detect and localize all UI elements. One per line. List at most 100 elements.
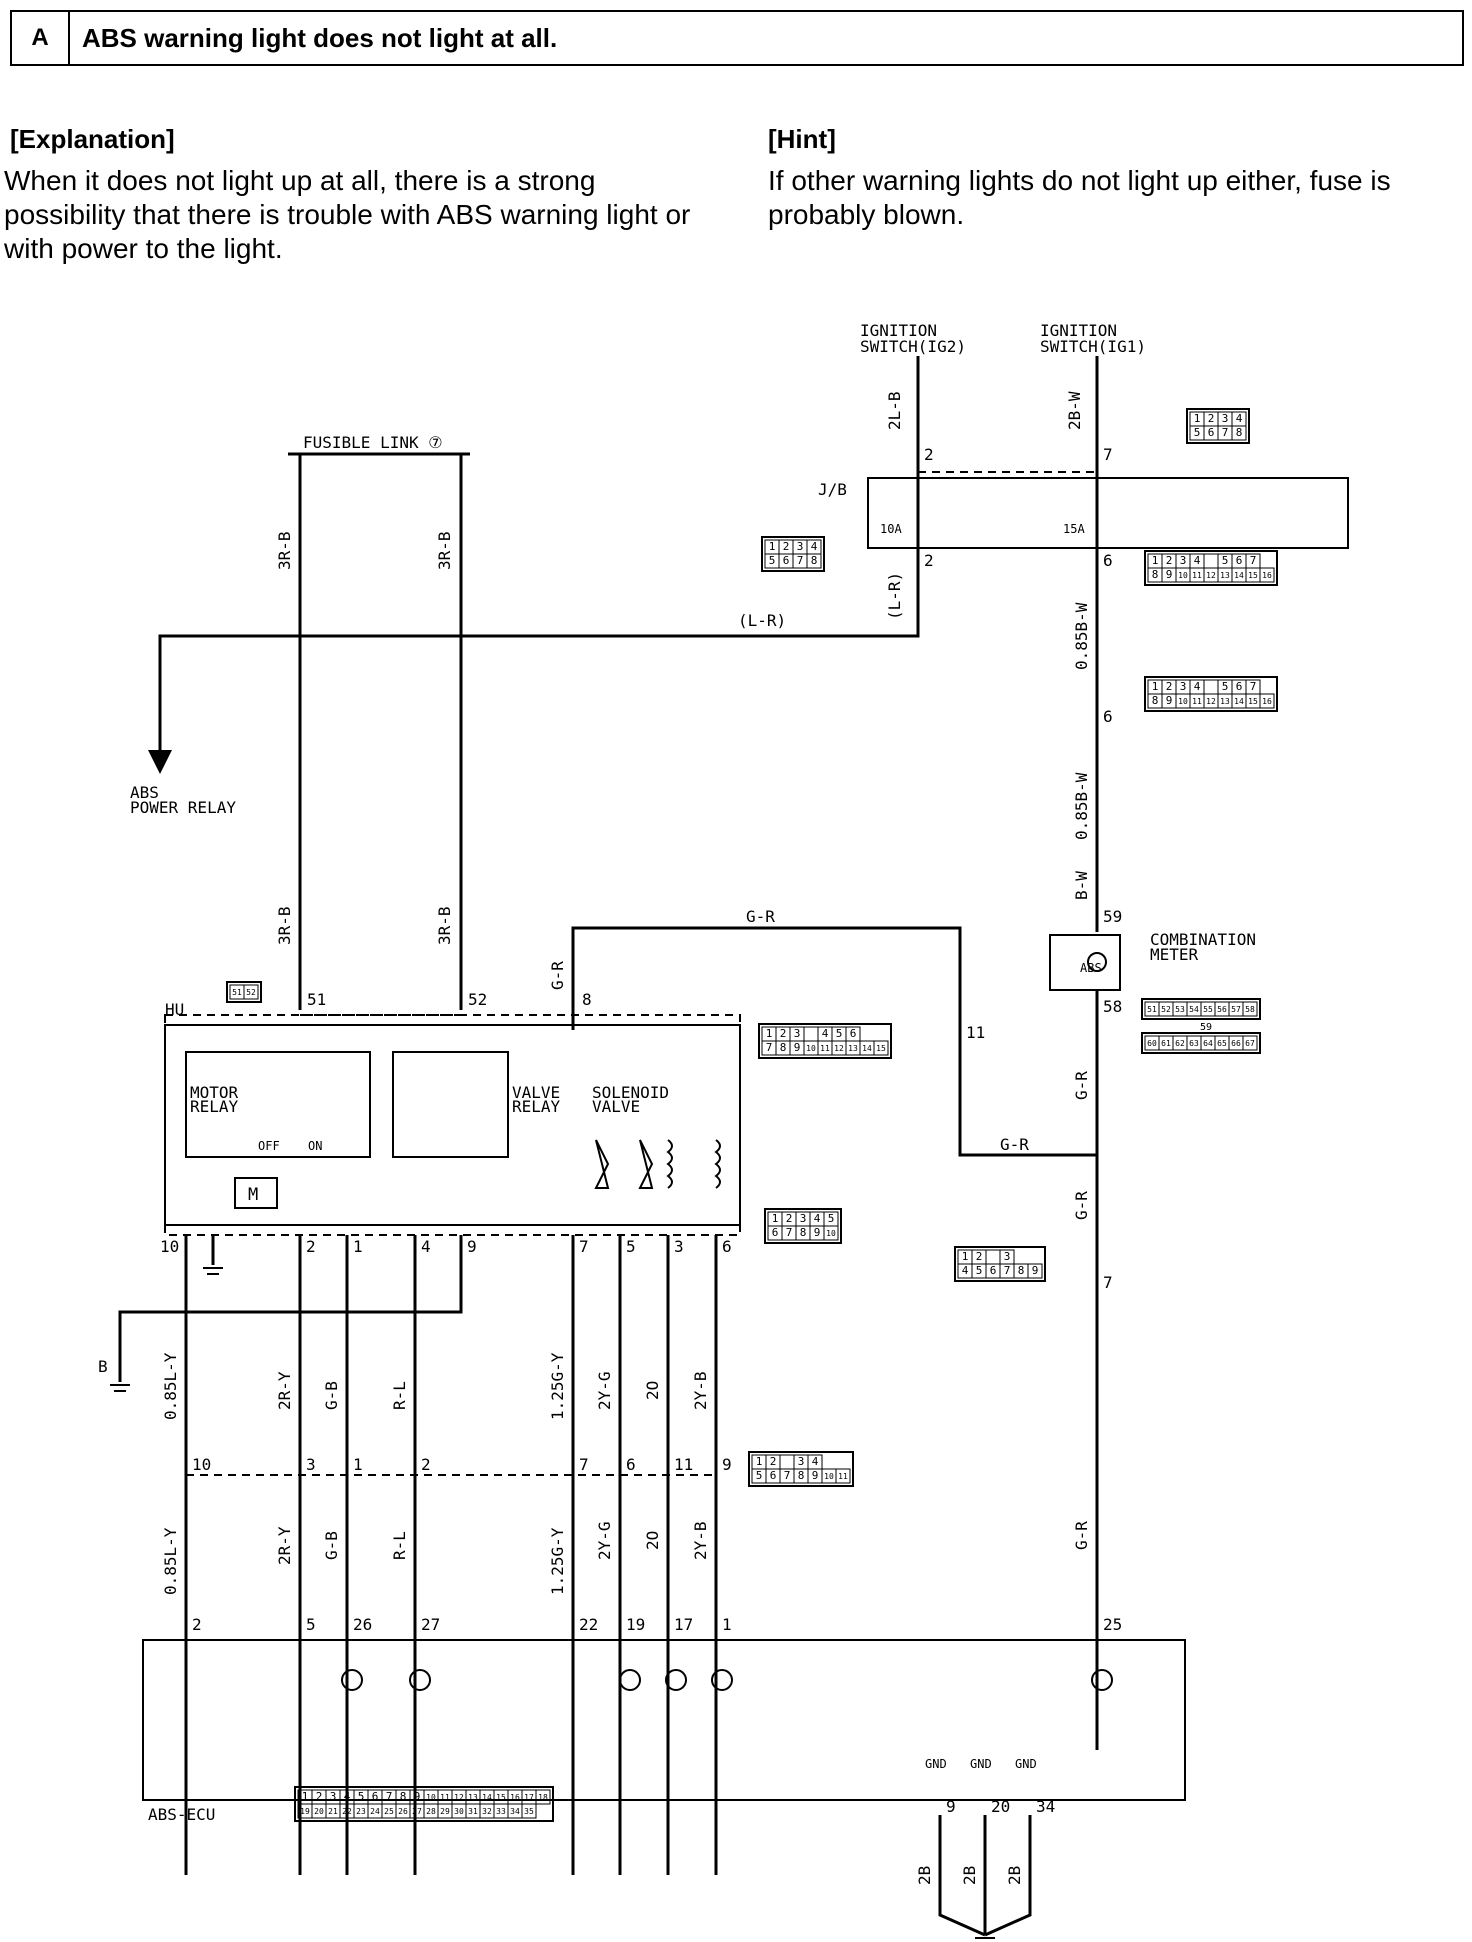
connector-pin-label: 14 <box>482 1793 492 1802</box>
wire-125gy-1: 1.25G-Y <box>548 1352 567 1420</box>
connector-pin-label: 5 <box>1222 680 1229 693</box>
connector-pin-label: 1 <box>1152 680 1159 693</box>
solenoid-valve-1: SOLENOID <box>592 1083 669 1102</box>
connector-pin-label: 16 <box>1262 697 1272 706</box>
connector-pin-label: 15 <box>496 1793 506 1802</box>
connector-pin-label: 57 <box>1231 1005 1241 1014</box>
wire-2b-2: 2B <box>960 1866 979 1885</box>
ign-ig2-label-2: SWITCH(IG2) <box>860 337 966 356</box>
connector-pin-label: 6 <box>772 1226 779 1239</box>
connector-pin-label: 4 <box>344 1790 351 1803</box>
connector-pin-label: 5 <box>828 1212 835 1225</box>
connector-pin-label: 9 <box>1166 694 1173 707</box>
mid-pin-3: 3 <box>306 1455 316 1474</box>
wire-2ry-2: 2R-Y <box>275 1526 294 1565</box>
mid-pin-9: 9 <box>722 1455 732 1474</box>
svg-text:M: M <box>248 1185 258 1205</box>
connector-pin-label: 19 <box>300 1807 310 1816</box>
connector-pin-label: 9 <box>794 1041 801 1054</box>
ecu-pin-25: 25 <box>1103 1615 1122 1634</box>
connector-pin-label: 25 <box>384 1807 394 1816</box>
connector-pin-label: 6 <box>850 1027 857 1040</box>
connector-pin-label: 62 <box>1175 1039 1185 1048</box>
wire-085bw-1: 0.85B-W <box>1072 602 1091 670</box>
mid-pin-1: 1 <box>353 1455 363 1474</box>
connector-pin-label: 10 <box>826 1229 836 1238</box>
wire-2yb-1: 2Y-B <box>691 1371 710 1410</box>
connector-pin-label: 9 <box>1032 1264 1039 1277</box>
connector-pin-label: 1 <box>1152 554 1159 567</box>
pin-2-top: 2 <box>924 445 934 464</box>
connector-pin-label: 66 <box>1231 1039 1241 1048</box>
connector-pin-label: 2 <box>783 540 790 553</box>
connector-pin-label: 61 <box>1161 1039 1171 1048</box>
pin-6-jb: 6 <box>1103 551 1113 570</box>
ground-b-label: B <box>98 1357 108 1376</box>
connector-pin-label: 52 <box>246 988 256 997</box>
abs-lamp-label: ABS <box>1080 961 1102 975</box>
connector-pin-label: 56 <box>1217 1005 1227 1014</box>
hu-pin-3: 3 <box>674 1237 684 1256</box>
connector-pin-label: 32 <box>482 1807 492 1816</box>
connector-pin-label: 9 <box>414 1790 421 1803</box>
hint-heading: [Hint] <box>768 124 836 154</box>
connector-pin-label: 6 <box>1208 426 1215 439</box>
connector-pin-label: 5 <box>769 554 776 567</box>
hu-label: HU <box>165 1000 184 1019</box>
wire-rl-2: R-L <box>390 1531 409 1560</box>
ecu-pin-17: 17 <box>674 1615 693 1634</box>
connector-pin-label: 18 <box>538 1793 548 1802</box>
wire-3rb-3: 3R-B <box>275 906 294 945</box>
ecu-internal-symbols <box>341 1669 1113 1691</box>
connector-pin-label: 34 <box>510 1807 520 1816</box>
connector-pin-label: 7 <box>1004 1264 1011 1277</box>
fuse11-rating: 15A <box>1063 522 1085 536</box>
mid-pin-10: 10 <box>192 1455 211 1474</box>
hu-pin-9: 9 <box>467 1237 477 1256</box>
connector-pin-label: 6 <box>372 1790 379 1803</box>
connector-pin-label: 13 <box>848 1044 858 1053</box>
connector-pin-label: 7 <box>1250 554 1257 567</box>
connector-pin-label: 8 <box>1018 1264 1025 1277</box>
connector-pin-label: 12 <box>1206 697 1216 706</box>
ecu-pin-34: 34 <box>1036 1797 1055 1816</box>
connector-pin-label: 11 <box>838 1472 848 1481</box>
explanation-text: When it does not light up at all, there … <box>4 165 691 264</box>
hu-pin-5: 5 <box>626 1237 636 1256</box>
connector-pin-label: 5 <box>358 1790 365 1803</box>
solenoid-coils <box>594 1139 721 1189</box>
connector-pin-label: 7 <box>1222 426 1229 439</box>
connector-pin-label: 8 <box>400 1790 407 1803</box>
connector-pin-label: 27 <box>412 1807 422 1816</box>
connector-pin-label: 3 <box>798 1455 805 1468</box>
connector-pin-label: 3 <box>794 1027 801 1040</box>
hu-pin-7: 7 <box>579 1237 589 1256</box>
connector-pin-label: 7 <box>1250 680 1257 693</box>
connector-pin-label: 3 <box>1180 680 1187 693</box>
connector-pin-label: 1 <box>772 1212 779 1225</box>
wire-rl-1: R-L <box>390 1381 409 1410</box>
connector-pin-label: 2 <box>770 1455 777 1468</box>
connector-pin-label: 2 <box>1166 680 1173 693</box>
connector-pin-label: 9 <box>812 1469 819 1482</box>
motor-relay-2: RELAY <box>190 1097 239 1116</box>
connector-pin-label: 14 <box>1234 697 1244 706</box>
connector-pin-label: 2 <box>1166 554 1173 567</box>
connector-pin-label: 23 <box>356 1807 366 1816</box>
pin-7-gr: 7 <box>1103 1273 1113 1292</box>
jb-label: J/B <box>818 480 847 499</box>
wire-lr-h: (L-R) <box>738 611 786 630</box>
wire-gr-2: G-R <box>1072 1191 1091 1220</box>
connector-pin-label: 52 <box>1161 1005 1171 1014</box>
wire-gr-top: G-R <box>746 907 775 926</box>
connector-pin-label: 10 <box>426 1793 436 1802</box>
connector-pin-label: 28 <box>426 1807 436 1816</box>
connector-pin-label: 6 <box>783 554 790 567</box>
connector-pin-label: 63 <box>1189 1039 1199 1048</box>
pin-8: 8 <box>582 990 592 1009</box>
connector-pin-label: 10 <box>806 1044 816 1053</box>
